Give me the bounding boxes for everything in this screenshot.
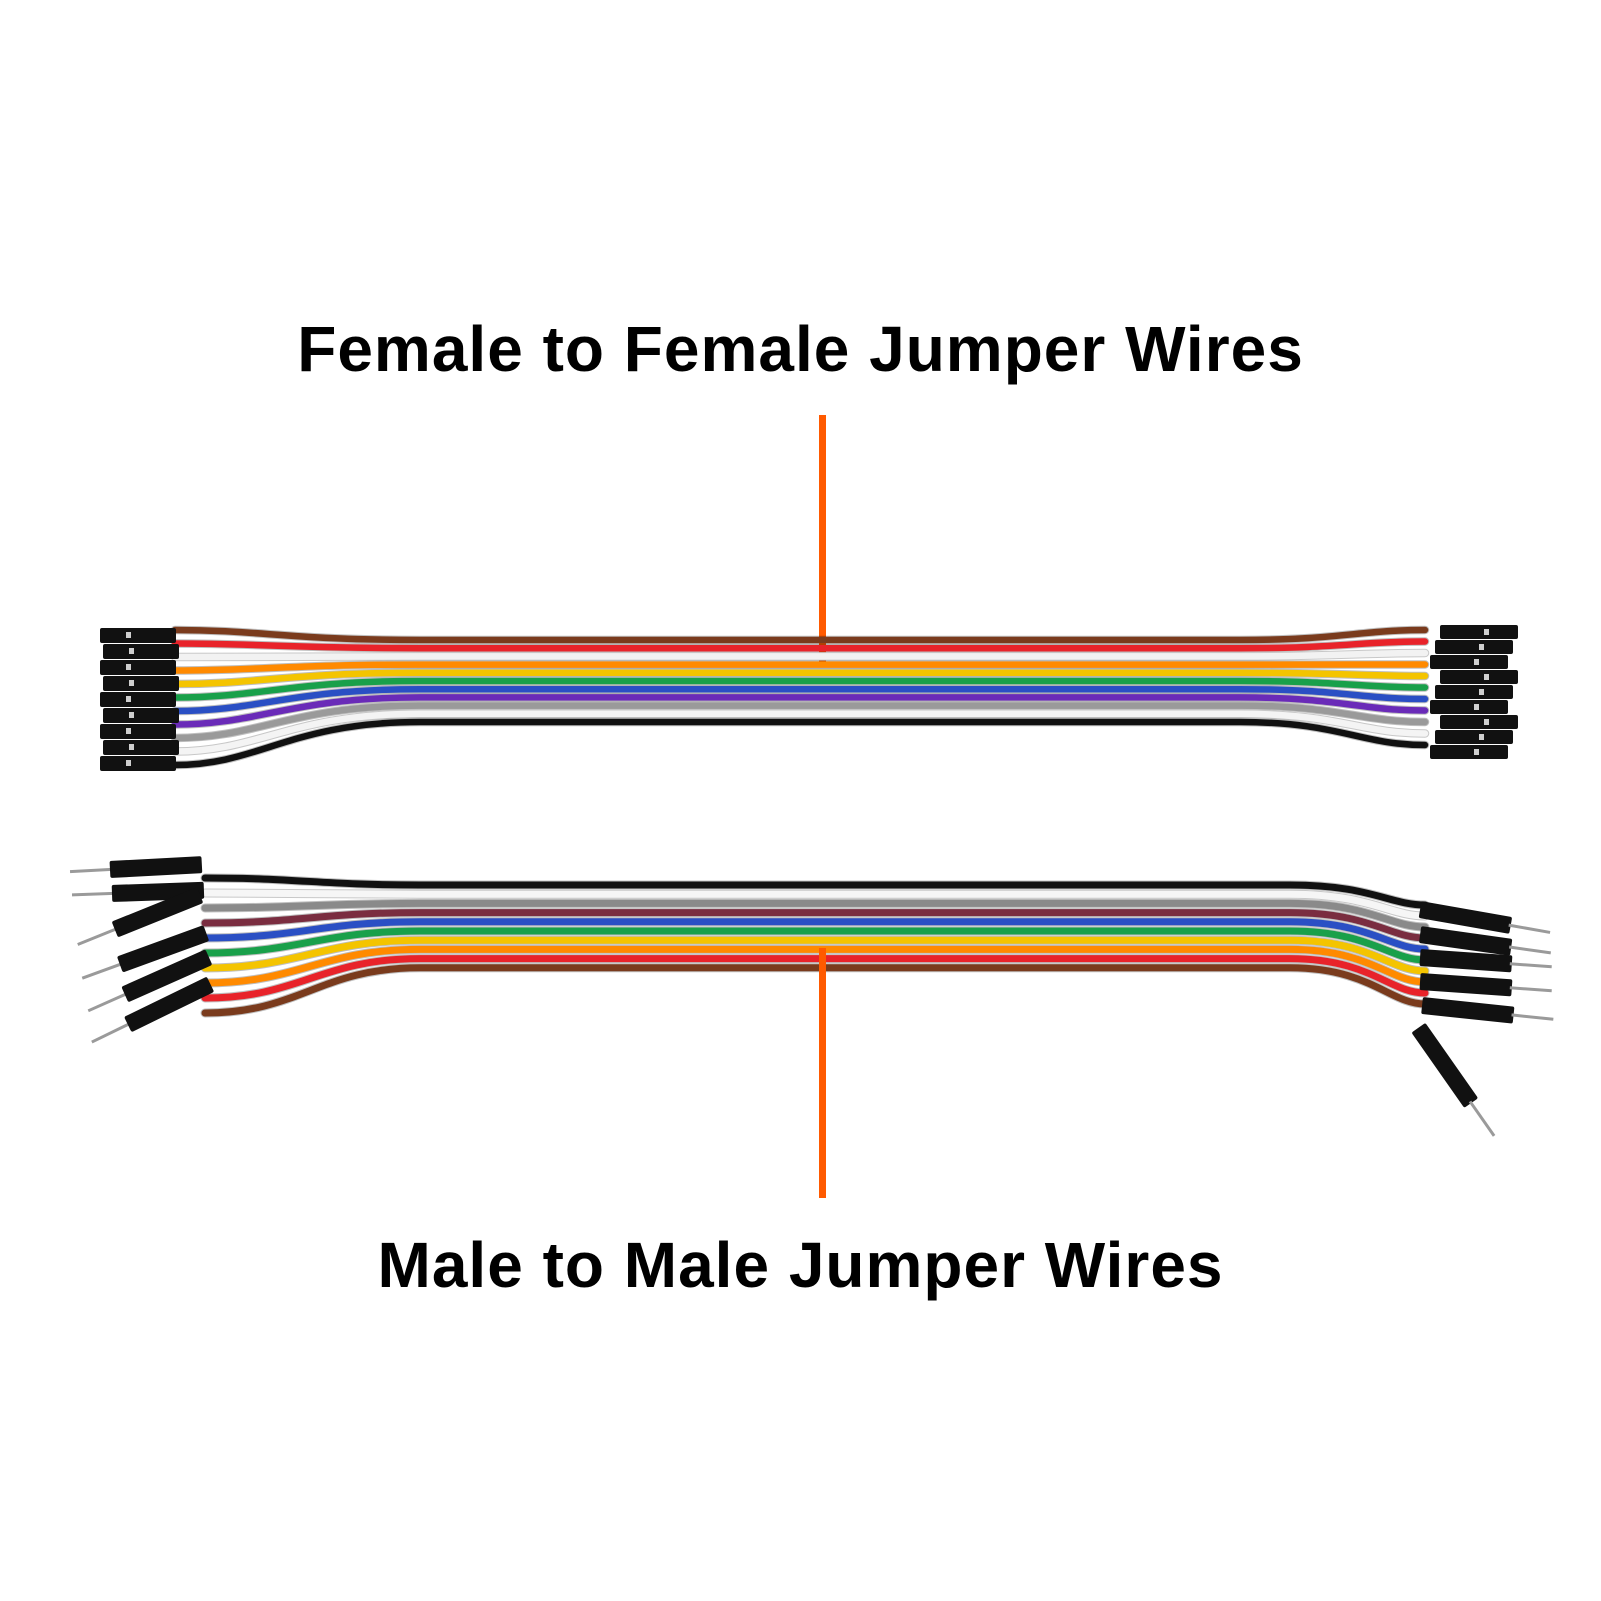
connector-window — [126, 696, 131, 702]
female-to-female-caption: Female to Female Jumper Wires — [297, 313, 1304, 385]
male-pin — [87, 992, 128, 1013]
connector-window — [1474, 659, 1479, 665]
female-connector — [1440, 625, 1518, 639]
male-connector — [81, 925, 209, 980]
wire — [201, 964, 1429, 1017]
wire — [201, 899, 1429, 931]
female-connector — [100, 660, 176, 675]
male-connector — [1419, 973, 1552, 997]
connector-window — [1479, 689, 1484, 695]
connector-window — [126, 760, 131, 766]
connector-housing — [1421, 997, 1515, 1024]
male-connector — [1412, 1023, 1496, 1137]
connector-window — [1484, 674, 1489, 680]
female-connector — [100, 724, 176, 739]
male-pin — [1509, 962, 1552, 969]
female-connector — [1430, 700, 1508, 714]
female-wires-pointer-line — [819, 415, 826, 665]
connector-window — [129, 712, 134, 718]
wire — [171, 638, 1429, 652]
connector-window — [1484, 719, 1489, 725]
male-connector — [1421, 997, 1554, 1024]
connector-window — [129, 680, 134, 686]
connector-housing — [1419, 926, 1513, 956]
female-connector — [1430, 745, 1508, 759]
female-connector — [103, 740, 179, 755]
wire — [171, 626, 1429, 644]
male-connector — [1419, 949, 1552, 973]
male-connector — [1418, 901, 1551, 934]
connector-window — [126, 632, 131, 638]
wire — [201, 918, 1429, 953]
male-connector — [69, 856, 203, 878]
male-pin — [1509, 986, 1552, 993]
wire — [201, 909, 1429, 942]
male-connector — [87, 949, 212, 1013]
female-connector — [103, 644, 179, 659]
male-connector — [1419, 926, 1551, 956]
male-pin — [1468, 1100, 1496, 1137]
female-connector — [100, 756, 176, 771]
female-connector — [1435, 640, 1513, 654]
wire — [171, 669, 1429, 688]
male-pin — [91, 1022, 131, 1044]
wire — [171, 718, 1429, 769]
connector-housing — [124, 977, 214, 1032]
male-to-male-caption: Male to Male Jumper Wires — [377, 1229, 1224, 1301]
connector-housing — [1419, 949, 1513, 973]
connector-housing — [109, 856, 203, 878]
connector-housing — [117, 925, 209, 972]
male-pin — [77, 927, 118, 946]
wire — [171, 677, 1429, 701]
connector-window — [129, 744, 134, 750]
connector-window — [126, 728, 131, 734]
wire — [171, 685, 1429, 715]
female-connector — [1430, 655, 1508, 669]
male-pin — [1511, 1013, 1554, 1021]
male-wires-pointer-line — [819, 948, 826, 1198]
male-pin — [1508, 945, 1551, 955]
wire — [201, 955, 1429, 1002]
connector-window — [129, 648, 134, 654]
connector-window — [1479, 734, 1484, 740]
wire — [171, 694, 1429, 728]
wire — [201, 936, 1429, 975]
female-connector — [100, 692, 176, 707]
wire — [201, 927, 1429, 964]
female-connector — [1435, 730, 1513, 744]
male-pin — [1508, 923, 1551, 934]
connector-housing — [121, 949, 212, 1002]
male-pin — [69, 867, 113, 874]
wire — [171, 702, 1429, 742]
connector-housing — [1418, 901, 1512, 934]
wire — [171, 649, 1429, 661]
wire — [171, 661, 1429, 674]
female-connector — [1440, 715, 1518, 729]
wire — [201, 874, 1429, 909]
connector-window — [126, 664, 131, 670]
female-connector — [100, 628, 176, 643]
male-pin — [81, 962, 123, 980]
female-connector — [1435, 685, 1513, 699]
connector-window — [1474, 749, 1479, 755]
connector-window — [1479, 644, 1484, 650]
female-connector — [103, 708, 179, 723]
connector-window — [1474, 704, 1479, 710]
connector-housing — [1419, 973, 1513, 997]
male-connector — [77, 887, 203, 946]
female-connector — [1440, 670, 1518, 684]
connector-window — [1484, 629, 1489, 635]
connector-housing — [1412, 1023, 1478, 1108]
connector-housing — [112, 887, 203, 937]
female-connector — [103, 676, 179, 691]
male-pin — [71, 891, 115, 897]
male-connector — [91, 977, 214, 1044]
wire — [201, 945, 1429, 987]
wire — [171, 710, 1429, 755]
wire — [201, 889, 1429, 920]
